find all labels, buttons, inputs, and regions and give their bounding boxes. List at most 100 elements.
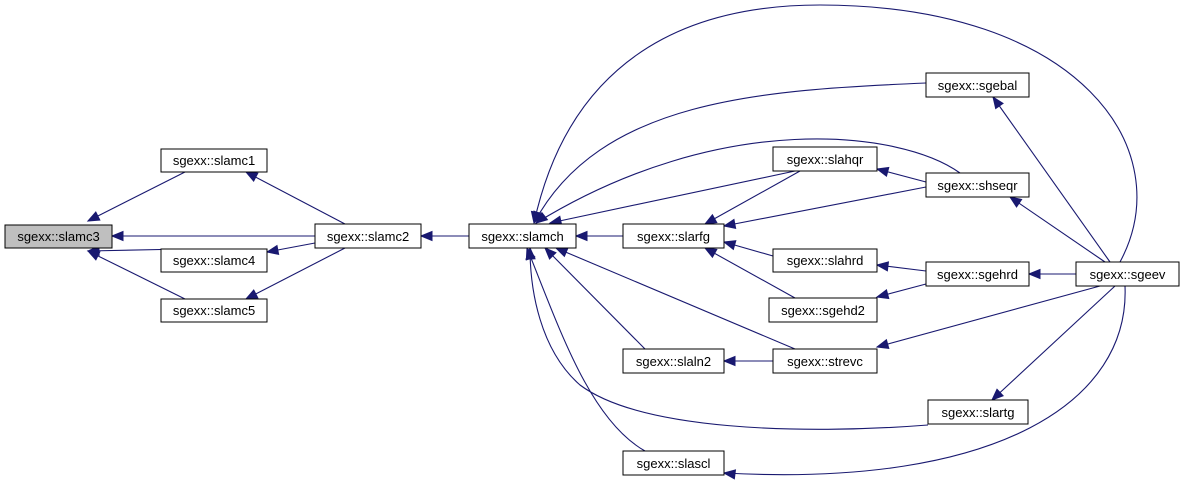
node-slascl[interactable]: sgexx::slascl: [622, 450, 725, 476]
node-sgehrd[interactable]: sgexx::sgehrd: [925, 261, 1030, 287]
node-sgebal-box: [925, 72, 1030, 98]
edge-line: [544, 247, 646, 350]
arrowhead-icon: [722, 355, 736, 367]
arrowhead-icon: [1027, 268, 1041, 280]
edge-slarfg-to-slamch: [574, 230, 623, 242]
edge-slamc2-to-slamc5: [244, 247, 346, 300]
arrowhead-icon: [554, 247, 569, 258]
node-slartg-box: [927, 399, 1029, 425]
node-slamch-box: [468, 223, 577, 249]
node-slamc2[interactable]: sgexx::slamc2: [314, 223, 422, 249]
node-slahrd-label: sgexx::slahrd: [787, 253, 864, 268]
node-slamc5-box: [160, 298, 268, 323]
arrowhead-icon: [722, 240, 737, 251]
node-sgeev[interactable]: sgexx::sgeev: [1075, 261, 1180, 287]
edge-line: [723, 285, 1126, 476]
node-sgebal[interactable]: sgexx::sgebal: [925, 72, 1030, 98]
node-slamc2-label: sgexx::slamc2: [327, 229, 409, 244]
node-shseqr[interactable]: sgexx::shseqr: [925, 172, 1030, 198]
arrowhead-icon: [875, 261, 890, 272]
edge-line: [555, 247, 796, 350]
node-slamc4[interactable]: sgexx::slamc4: [160, 248, 268, 273]
edge-slamc5-to-slamc3: [86, 250, 186, 300]
node-slascl-label: sgexx::slascl: [637, 456, 711, 471]
node-slamch[interactable]: sgexx::slamch: [468, 223, 577, 249]
node-sgehd2[interactable]: sgexx::sgehd2: [768, 297, 878, 323]
node-slahrd-box: [772, 248, 878, 273]
node-slarfg[interactable]: sgexx::slarfg: [622, 223, 725, 249]
node-slamc4-box: [160, 248, 268, 273]
node-slarfg-label: sgexx::slarfg: [637, 229, 710, 244]
edge-sgehrd-to-sgehd2: [875, 283, 927, 300]
node-sgebal-label: sgexx::sgebal: [938, 78, 1018, 93]
arrowhead-icon: [703, 213, 718, 225]
edge-slamc1-to-slamc3: [86, 171, 186, 222]
arrowhead-icon: [419, 230, 433, 242]
node-slamc3-box: [4, 224, 113, 249]
node-slamc5[interactable]: sgexx::slamc5: [160, 298, 268, 323]
edge-line: [533, 4, 1138, 263]
edge-line: [87, 250, 186, 300]
node-slahqr-box: [772, 146, 878, 172]
edge-shseqr-to-slarfg: [722, 186, 927, 229]
edge-slamc2-to-slamc3: [110, 230, 315, 242]
edge-slaln2-to-slamch: [544, 247, 646, 350]
edge-slahqr-to-slarfg: [703, 170, 801, 225]
arrowhead-icon: [86, 211, 101, 222]
node-slarfg-box: [622, 223, 725, 249]
node-slahqr[interactable]: sgexx::slahqr: [772, 146, 878, 172]
node-slamc1[interactable]: sgexx::slamc1: [160, 148, 268, 173]
edge-line: [1009, 196, 1106, 263]
node-slaln2[interactable]: sgexx::slaln2: [622, 348, 725, 374]
edge-sgeev-to-shseqr: [1008, 196, 1106, 263]
node-slahrd[interactable]: sgexx::slahrd: [772, 248, 878, 273]
edge-sgehd2-to-slarfg: [703, 247, 796, 299]
edge-line: [876, 285, 1101, 348]
edge-line: [704, 247, 796, 299]
arrowhead-icon: [703, 247, 718, 259]
edge-line: [245, 247, 346, 300]
arrowhead-icon: [525, 246, 536, 261]
arrowhead-icon: [722, 469, 737, 480]
arrowhead-icon: [875, 166, 890, 178]
node-sgehd2-box: [768, 297, 878, 323]
edge-slamch-to-slamc2: [419, 230, 469, 242]
node-shseqr-box: [925, 172, 1030, 198]
edge-slamc2-to-slamc1: [244, 171, 346, 225]
edge-strevc-to-slaln2: [722, 355, 773, 367]
node-slamc3[interactable]: sgexx::slamc3: [4, 224, 113, 249]
edge-sgeev-to-sgebal: [992, 95, 1111, 263]
node-slamc5-label: sgexx::slamc5: [173, 303, 255, 318]
node-strevc[interactable]: sgexx::strevc: [772, 348, 878, 374]
edge-line: [526, 247, 646, 452]
edge-slartg-to-slamch: [525, 246, 929, 430]
arrowhead-icon: [722, 218, 737, 229]
node-sgeev-box: [1075, 261, 1180, 287]
edge-slascl-to-slamch: [525, 246, 646, 452]
node-slaln2-label: sgexx::slaln2: [636, 354, 711, 369]
arrowhead-icon: [534, 211, 549, 224]
node-slamc1-label: sgexx::slamc1: [173, 153, 255, 168]
arrowhead-icon: [110, 230, 124, 242]
arrowhead-icon: [265, 244, 280, 256]
edge-line: [87, 171, 186, 222]
node-slamch-label: sgexx::slamch: [481, 229, 563, 244]
arrowhead-icon: [244, 171, 259, 182]
node-sgeev-label: sgexx::sgeev: [1090, 267, 1166, 282]
edge-slamc2-to-slamc4: [265, 242, 316, 256]
arrowhead-icon: [530, 210, 542, 225]
arrowhead-icon: [875, 288, 890, 300]
node-sgehd2-label: sgexx::sgehd2: [781, 303, 865, 318]
node-strevc-box: [772, 348, 878, 374]
node-sgehrd-label: sgexx::sgehrd: [937, 267, 1018, 282]
nodes-layer: sgexx::slamc3 sgexx::slamc1 sgexx::slamc…: [4, 72, 1180, 476]
edge-line: [549, 170, 796, 224]
node-slartg[interactable]: sgexx::slartg: [927, 399, 1029, 425]
node-strevc-label: sgexx::strevc: [787, 354, 863, 369]
arrowhead-icon: [1008, 196, 1023, 208]
arrowhead-icon: [991, 388, 1004, 401]
arrowhead-icon: [574, 230, 588, 242]
edge-line: [704, 170, 801, 225]
edge-slahqr-to-slamch: [548, 170, 796, 226]
